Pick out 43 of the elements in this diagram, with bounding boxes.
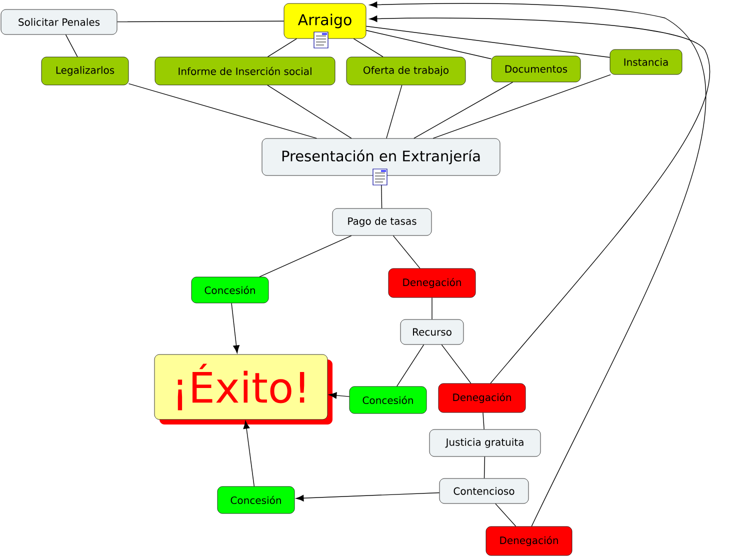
arrow xyxy=(243,420,255,487)
concept-box: Contencioso xyxy=(439,478,529,504)
connector-line xyxy=(366,30,492,60)
connector-line xyxy=(259,235,352,278)
concept-box: Concesión xyxy=(191,276,269,304)
concept-box: Solicitar Penales xyxy=(0,9,118,35)
connector-line xyxy=(414,82,514,139)
concept-box: Presentación en Extranjería xyxy=(262,138,500,176)
concept-box: Arraigo xyxy=(284,3,366,39)
arrow xyxy=(369,16,710,384)
connector-line xyxy=(267,38,298,58)
connector-line xyxy=(267,84,352,139)
connector-line xyxy=(353,38,384,58)
connector-line xyxy=(482,412,484,430)
concept-box: Informe de Inserción social xyxy=(154,56,336,86)
arrow xyxy=(328,392,350,399)
connector-line xyxy=(432,74,611,139)
connector-line xyxy=(441,344,472,384)
concept-box: Concesión xyxy=(217,486,295,514)
arrow xyxy=(231,302,240,354)
connector-line xyxy=(116,20,284,22)
connector-line xyxy=(65,34,78,58)
concept-box: Legalizarlos xyxy=(41,56,129,86)
concept-box: Recurso xyxy=(400,319,464,345)
connector-line xyxy=(392,235,420,269)
arrow xyxy=(369,2,706,527)
connector-line xyxy=(396,344,424,387)
connector-line xyxy=(484,456,486,479)
concept-box: Concesión xyxy=(349,386,427,414)
connector-line xyxy=(128,83,317,139)
concept-box: Instancia xyxy=(610,49,682,75)
concept-box: ¡Éxito! xyxy=(154,354,332,424)
connector-line xyxy=(495,503,516,527)
concept-box: Documentos xyxy=(491,56,581,82)
concept-box: Pago de tasas xyxy=(332,208,432,236)
arrow xyxy=(296,492,440,502)
concept-box: Oferta de trabajo xyxy=(346,56,466,86)
connector-line xyxy=(366,26,610,58)
concept-box: Denegación xyxy=(486,526,572,556)
concept-box: Denegación xyxy=(438,383,526,413)
concept-box: Denegación xyxy=(388,268,476,298)
connector-line xyxy=(386,84,402,139)
concept-box: Justicia gratuita xyxy=(429,429,541,457)
